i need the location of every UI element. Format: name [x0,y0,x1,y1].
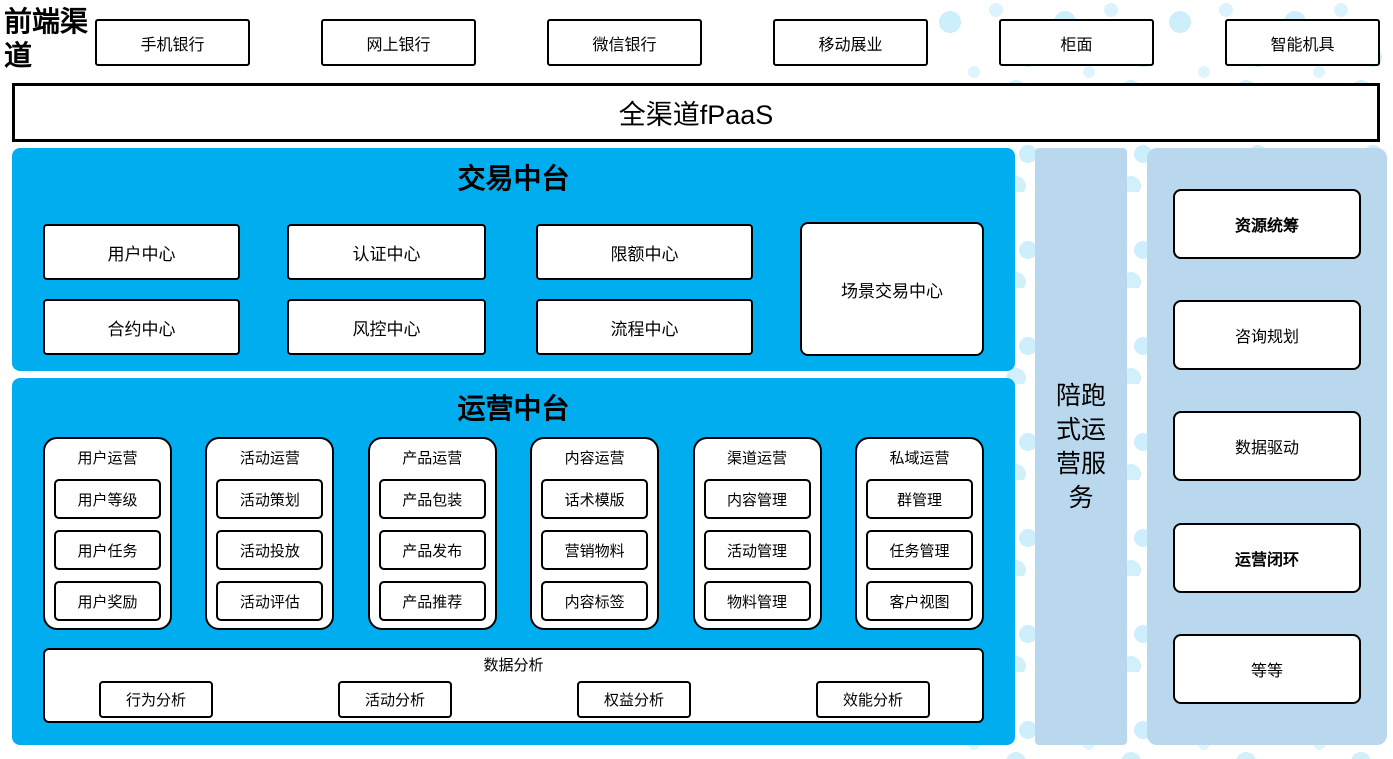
analysis-item-campaign: 活动分析 [338,681,452,718]
channel-box-online-banking: 网上银行 [321,19,476,66]
group-item: 活动评估 [216,581,324,621]
group-item: 内容标签 [541,581,649,621]
group-item: 物料管理 [703,581,811,621]
group-item: 任务管理 [865,530,973,570]
group-item: 营销物料 [541,530,649,570]
group-item: 客户视图 [865,581,973,621]
service-box-etc: 等等 [1173,633,1361,704]
operations-platform-title: 运营中台 [457,394,570,425]
center-box-process: 流程中心 [536,299,753,355]
companion-operations-service-bar: 陪跑式运营服务 [1035,148,1127,745]
trade-platform-section: 交易中台 用户中心 认证中心 限额中心 合约中心 风控中心 流程中心 场景交易中… [12,148,1015,371]
center-box-limit: 限额中心 [536,224,753,280]
group-title: 活动运营 [239,450,300,467]
operations-groups-row: 用户运营 用户等级 用户任务 用户奖励 活动运营 活动策划 活动投放 活动评估 … [43,437,984,630]
operations-platform-section: 运营中台 用户运营 用户等级 用户任务 用户奖励 活动运营 活动策划 活动投放 … [12,378,1015,745]
group-item: 用户等级 [54,479,161,519]
channel-box-smart-devices: 智能机具 [1225,19,1380,66]
group-item: 产品包装 [378,479,486,519]
analysis-item-behavior: 行为分析 [99,681,213,718]
companion-operations-service-label: 陪跑式运营服务 [1055,381,1106,512]
group-title: 产品运营 [402,450,463,467]
channel-box-wechat-banking: 微信银行 [547,19,702,66]
service-box-data-driven: 数据驱动 [1173,411,1361,482]
group-product-ops: 产品运营 产品包装 产品发布 产品推荐 [367,437,497,630]
group-title: 渠道运营 [727,450,788,467]
center-box-contract: 合约中心 [43,299,240,355]
group-title: 私域运营 [889,450,950,467]
group-content-ops: 内容运营 话术模版 营销物料 内容标签 [530,437,660,630]
data-analysis-items: 行为分析 活动分析 权益分析 效能分析 [45,675,982,718]
right-services-panel: 资源统筹 咨询规划 数据驱动 运营闭环 等等 [1147,148,1387,745]
group-private-domain-ops: 私域运营 群管理 任务管理 客户视图 [854,437,984,630]
analysis-item-efficiency: 效能分析 [816,681,930,718]
group-item: 用户奖励 [54,581,161,621]
group-item: 活动管理 [703,530,811,570]
group-item: 活动投放 [216,530,324,570]
group-item: 群管理 [865,479,973,519]
service-box-consulting-planning: 咨询规划 [1173,300,1361,371]
fpaas-bar: 全渠道fPaaS [12,83,1380,142]
trade-platform-title: 交易中台 [457,164,570,195]
center-box-scenario-trade: 场景交易中心 [800,222,984,356]
group-channel-ops: 渠道运营 内容管理 活动管理 物料管理 [692,437,822,630]
channel-box-counter: 柜面 [999,19,1154,66]
center-box-auth: 认证中心 [287,224,486,280]
center-box-risk: 风控中心 [287,299,486,355]
channel-box-mobile-banking: 手机银行 [95,19,250,66]
group-title: 用户运营 [77,450,138,467]
data-analysis-box: 数据分析 行为分析 活动分析 权益分析 效能分析 [43,648,984,723]
service-box-resource-coordination: 资源统筹 [1173,189,1361,260]
center-box-user: 用户中心 [43,224,240,280]
front-channels-row: 手机银行 网上银行 微信银行 移动展业 柜面 智能机具 [95,19,1380,66]
group-item: 用户任务 [54,530,161,570]
group-item: 话术模版 [541,479,649,519]
service-box-operations-loop: 运营闭环 [1173,522,1361,593]
group-item: 产品发布 [378,530,486,570]
group-item: 内容管理 [703,479,811,519]
group-item: 活动策划 [216,479,324,519]
group-item: 产品推荐 [378,581,486,621]
analysis-item-benefit: 权益分析 [577,681,691,718]
group-title: 内容运营 [564,450,625,467]
group-campaign-ops: 活动运营 活动策划 活动投放 活动评估 [205,437,335,630]
data-analysis-title: 数据分析 [483,657,544,674]
group-user-ops: 用户运营 用户等级 用户任务 用户奖励 [43,437,172,630]
front-channels-label: 前端渠道 [4,7,89,72]
channel-box-mobile-outreach: 移动展业 [773,19,928,66]
